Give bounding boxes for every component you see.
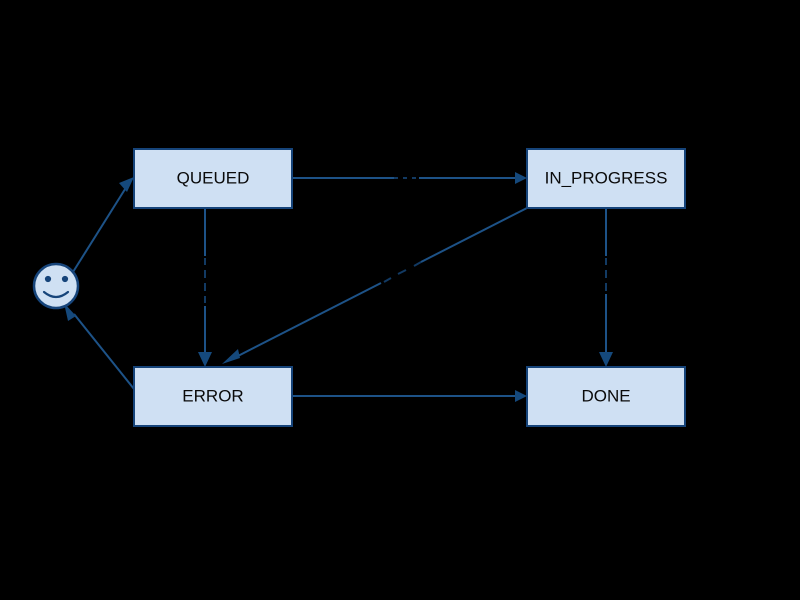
edge-error-to-start[interactable] <box>64 303 135 390</box>
start-state-node[interactable] <box>32 262 80 310</box>
smiley-eye-left-icon <box>44 275 52 283</box>
smiley-mouth-icon <box>42 290 70 299</box>
smiley-eye-right-icon <box>61 275 69 283</box>
edge-queued-to-inprogress[interactable] <box>292 172 527 184</box>
start-circle <box>32 262 80 310</box>
edge-error-to-done[interactable] <box>292 390 527 402</box>
node-done-label: DONE <box>581 386 630 405</box>
node-error-box <box>133 366 293 427</box>
node-done-box <box>526 366 686 427</box>
node-in-progress-box <box>526 148 686 209</box>
node-error[interactable]: ERROR <box>133 366 293 427</box>
edge-start-to-queued[interactable] <box>72 177 134 273</box>
node-in-progress[interactable]: IN_PROGRESS <box>526 148 686 209</box>
node-queued-box <box>133 148 293 209</box>
edge-inprogress-to-done[interactable] <box>599 208 613 367</box>
edge-inprogress-to-error[interactable] <box>222 207 528 364</box>
node-queued-label: QUEUED <box>177 168 250 187</box>
edge-queued-to-error[interactable] <box>198 208 212 367</box>
node-queued[interactable]: QUEUED <box>133 148 293 209</box>
node-in-progress-label: IN_PROGRESS <box>545 168 668 187</box>
node-error-label: ERROR <box>182 386 243 405</box>
node-done[interactable]: DONE <box>526 366 686 427</box>
